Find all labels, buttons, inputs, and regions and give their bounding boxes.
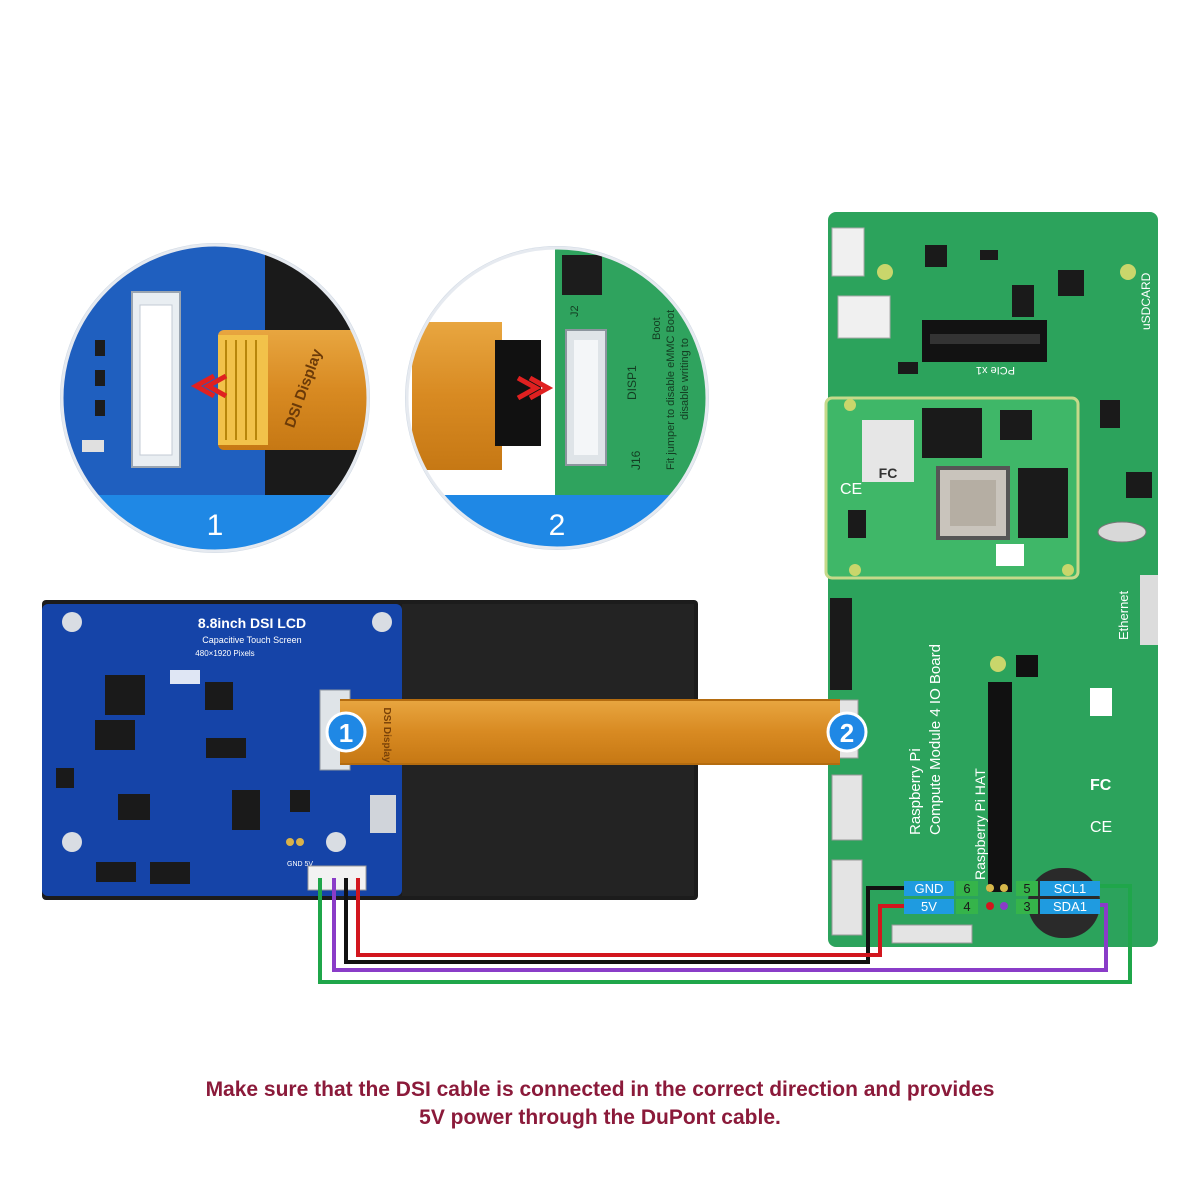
pin-sda1-label: SDA1 <box>1053 899 1087 914</box>
dsi-flex-cable: DSI Display <box>340 699 840 765</box>
pin-scl1-label-bg <box>1040 881 1100 896</box>
silk-disp1: DISP1 <box>625 365 639 400</box>
usdcard-label: uSDCARD <box>1139 272 1153 330</box>
module-fc-mark: FC <box>879 465 898 481</box>
arrow-right-icon <box>516 375 554 401</box>
silk-emmc-note: Fit jumper to disable eMMC Boot <box>665 310 677 470</box>
zoom-number-1: 1 <box>207 509 224 542</box>
zoom-number-2: 2 <box>549 509 566 542</box>
pin-5v-label: 5V <box>921 899 937 914</box>
wire-red <box>356 878 905 957</box>
lcd-title: 8.8inch DSI LCD <box>198 615 306 631</box>
pin-4-bg <box>956 899 978 914</box>
lcd-pin-label: GND 5V <box>287 861 313 868</box>
ethernet-label: Ethernet <box>1116 590 1131 640</box>
pcie-label: PCIe x1 <box>976 364 1015 376</box>
zoom-circle-board-connector: J2 DISP1 J16 Boot Fit jumper to disable … <box>405 246 709 550</box>
arrow-left-icon <box>190 373 228 399</box>
pin-5-number: 5 <box>1023 881 1030 896</box>
marker-1-text: 1 <box>339 718 353 748</box>
zoom-circle-lcd-connector: DSI Display 1 <box>60 243 370 553</box>
wire-black <box>344 878 905 964</box>
pin-sda1-label-bg <box>1040 899 1100 914</box>
pin-6-bg <box>956 881 978 896</box>
board-ce-mark: CE <box>1090 819 1112 836</box>
lcd-subtitle: Capacitive Touch Screen <box>202 635 301 645</box>
pin-5-bg <box>1016 881 1038 896</box>
caption-line-2: 5V power through the DuPont cable. <box>419 1106 781 1129</box>
pin-gnd-label-bg <box>904 881 954 896</box>
module-ce-mark: CE <box>840 481 862 498</box>
caption-line-1: Make sure that the DSI cable is connecte… <box>205 1078 995 1101</box>
marker-1: 1 <box>325 711 367 753</box>
pin-3-bg <box>1016 899 1038 914</box>
dupont-wires <box>318 878 1132 984</box>
hat-label: Raspberry Pi HAT <box>972 768 988 880</box>
cm4-io-board: PCIe x1 uSDCARD FC CE Ethernet Raspberry… <box>824 212 1158 947</box>
pin-6-number: 6 <box>963 881 970 896</box>
pin-gnd-label: GND <box>915 881 944 896</box>
pin-3-number: 3 <box>1023 899 1030 914</box>
silk-j16: J16 <box>629 450 643 470</box>
wire-purple <box>332 878 1108 972</box>
pin-4-number: 4 <box>963 899 970 914</box>
wire-green <box>318 878 1132 984</box>
lcd-resolution: 480×1920 Pixels <box>195 649 254 658</box>
silk-writing: disable writing to <box>679 338 691 420</box>
marker-2-text: 2 <box>840 718 854 748</box>
board-fc-mark: FC <box>1090 777 1112 794</box>
pin-5v-label-bg <box>904 899 954 914</box>
pin-labels: GND 6 5V 4 5 SCL1 3 SDA1 <box>904 881 1100 914</box>
silk-boot: Boot <box>651 317 663 340</box>
flex-cable-label: DSI Display <box>381 707 392 762</box>
marker-2: 2 <box>826 711 868 753</box>
silk-j2: J2 <box>569 305 581 317</box>
pin-scl1-label: SCL1 <box>1054 881 1087 896</box>
board-name-line1: Raspberry Pi <box>907 748 924 835</box>
board-name-line2: Compute Module 4 IO Board <box>927 644 944 835</box>
gpio-header <box>988 682 1012 892</box>
